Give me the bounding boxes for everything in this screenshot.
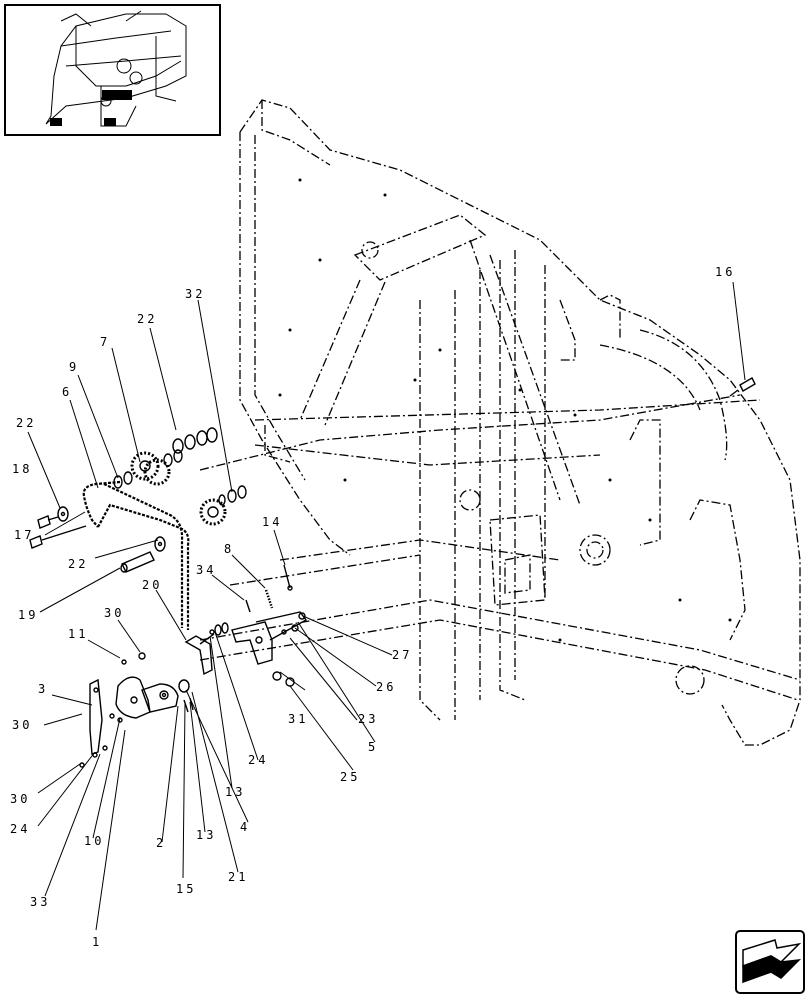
callout-7: 7 xyxy=(100,335,111,349)
callout-22: 22 xyxy=(137,312,158,326)
nuts-27-26-23 xyxy=(281,612,306,635)
callout-17: 17 xyxy=(14,528,35,542)
bolt-16 xyxy=(729,377,756,397)
frame-holes xyxy=(278,178,732,642)
link-20 xyxy=(184,633,215,676)
callout-30: 30 xyxy=(10,792,31,806)
callout-16: 16 xyxy=(715,265,736,279)
callout-8: 8 xyxy=(224,542,235,556)
arrow-graphic xyxy=(742,939,802,984)
bracket-5 xyxy=(231,611,308,665)
bolt-18 xyxy=(37,515,59,529)
callout-13: 13 xyxy=(196,828,217,842)
callout-1: 1 xyxy=(92,935,103,949)
callout-14: 14 xyxy=(262,515,283,529)
callout-10: 10 xyxy=(84,834,105,848)
washer-22-lower xyxy=(154,536,166,552)
shaft-19 xyxy=(120,551,155,573)
next-page-arrow-icon[interactable] xyxy=(735,930,805,994)
callout-31: 31 xyxy=(288,712,309,726)
baler-frame-phantom xyxy=(199,99,801,746)
callout-3: 3 xyxy=(38,682,49,696)
callout-32: 32 xyxy=(185,287,206,301)
sprocket-lower xyxy=(199,498,227,526)
callout-30: 30 xyxy=(104,606,125,620)
callout-20: 20 xyxy=(142,578,163,592)
callout-24: 24 xyxy=(248,753,269,767)
drive-parts xyxy=(29,377,756,768)
callout-19: 19 xyxy=(18,608,39,622)
leader-lines xyxy=(27,281,746,931)
callout-24: 24 xyxy=(10,822,31,836)
washer-4 xyxy=(178,679,190,693)
callout-27: 27 xyxy=(392,648,413,662)
pin-34 xyxy=(245,599,251,613)
plate-3 xyxy=(89,678,103,755)
spring-8 xyxy=(264,589,274,609)
callout-22: 22 xyxy=(68,557,89,571)
bolt-17 xyxy=(29,525,87,549)
washers-30-11 xyxy=(121,629,215,665)
thumbnail-drawing xyxy=(45,10,187,127)
callout-23: 23 xyxy=(358,712,379,726)
pin-14 xyxy=(283,564,293,591)
washers-32 xyxy=(218,485,247,506)
washer-22-left xyxy=(57,506,69,522)
washers-22-upper xyxy=(163,427,218,467)
callout-18: 18 xyxy=(12,462,33,476)
callout-25: 25 xyxy=(340,770,361,784)
callout-30: 30 xyxy=(12,718,33,732)
callout-11: 11 xyxy=(68,627,89,641)
machine-location-thumbnail-icon xyxy=(4,4,221,136)
callout-9: 9 xyxy=(69,360,80,374)
callout-2: 2 xyxy=(156,836,167,850)
callout-21: 21 xyxy=(228,870,249,884)
sprocket-7 xyxy=(130,451,171,486)
callout-4: 4 xyxy=(240,820,251,834)
callout-34: 34 xyxy=(196,563,217,577)
callout-15: 15 xyxy=(176,882,197,896)
callout-6: 6 xyxy=(62,385,73,399)
arm-2 xyxy=(141,683,179,713)
bushing-24 xyxy=(214,622,229,636)
callout-13: 13 xyxy=(225,785,246,799)
chain-6 xyxy=(82,480,190,630)
hardware-33-10-24-30 xyxy=(79,713,123,768)
callout-22: 22 xyxy=(16,416,37,430)
callout-26: 26 xyxy=(376,680,397,694)
fasteners-13-15-21 xyxy=(183,697,194,713)
nuts-31-25 xyxy=(272,671,295,687)
callout-5: 5 xyxy=(368,740,379,754)
callout-33: 33 xyxy=(30,895,51,909)
